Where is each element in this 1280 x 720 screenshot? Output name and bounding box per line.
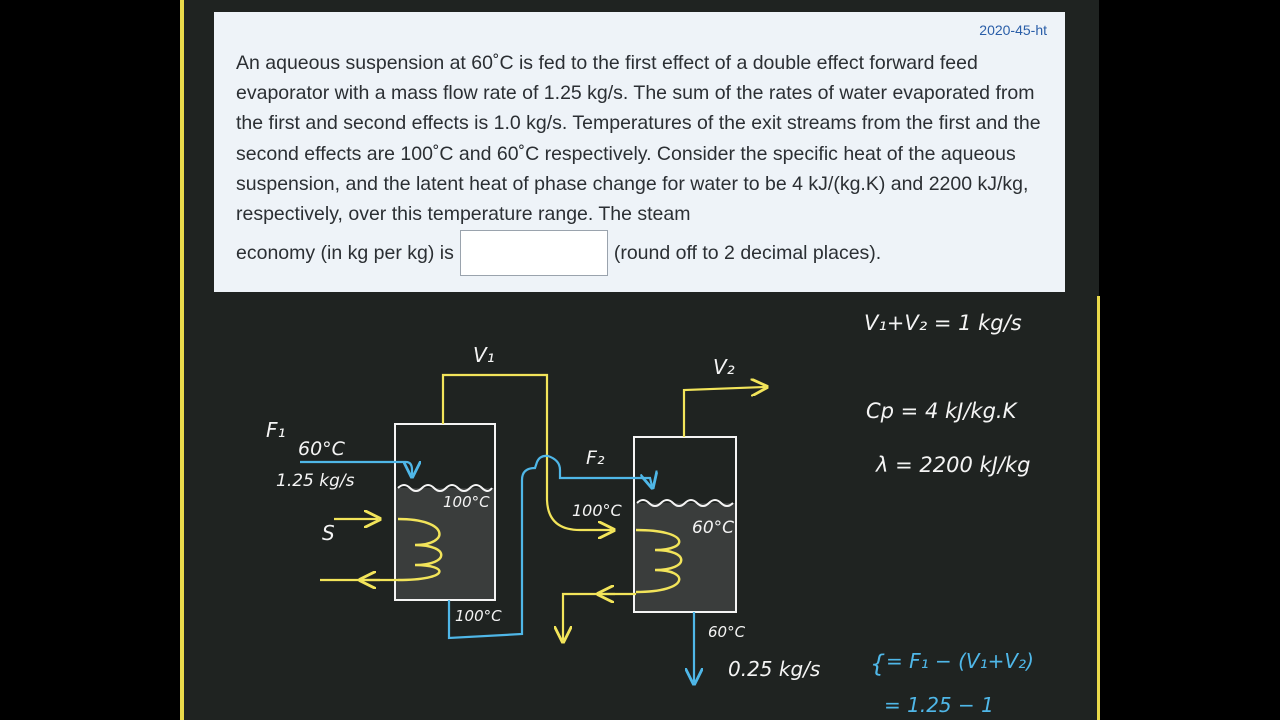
label-effect2-bottom-temp: 60°C	[708, 623, 746, 641]
condensate-line	[563, 592, 636, 640]
note-lambda: λ = 2200 kJ/kg	[875, 453, 1030, 477]
label-v2: V₂	[713, 355, 735, 379]
label-product-rate: 0.25 kg/s	[728, 657, 820, 681]
label-effect1-bottom-temp: 100°C	[455, 607, 502, 625]
note-mass-balance-2: = 1.25 − 1	[884, 693, 994, 717]
question-id: 2020-45-ht	[979, 22, 1047, 38]
label-effect1-out-temp: 100°C	[572, 501, 623, 520]
note-mass-balance-1: = F₁ − (V₁+V₂)	[886, 649, 1034, 673]
label-effect2-temp: 60°C	[692, 518, 734, 538]
f2-transfer-line	[447, 454, 652, 640]
label-f1: F₁	[266, 418, 286, 442]
v2-vapor-line	[682, 387, 765, 437]
label-feed-temp: 60°C	[298, 438, 346, 460]
label-steam: S	[322, 521, 335, 545]
label-f2: F₂	[586, 447, 605, 469]
canvas-edge-left	[180, 0, 184, 720]
question-last-line: economy (in kg per kg) is (round off to …	[236, 230, 881, 276]
effect1-coil	[397, 517, 443, 582]
note-cp: Cp = 4 kJ/kg.K	[866, 399, 1019, 423]
question-prefix: economy (in kg per kg) is	[236, 241, 454, 264]
effect2-coil	[635, 528, 683, 594]
label-v1: V₁	[473, 343, 495, 367]
label-feed-rate: 1.25 kg/s	[276, 471, 355, 491]
canvas-edge-right	[1097, 296, 1100, 720]
answer-input[interactable]	[459, 230, 608, 276]
question-suffix: (round off to 2 decimal places).	[613, 241, 882, 264]
effect2-liquid	[635, 503, 735, 611]
question-card: 2020-45-ht An aqueous suspension at 60˚C…	[214, 12, 1065, 292]
feed-f1-line	[300, 460, 412, 475]
v1-vapor-line	[441, 373, 612, 530]
label-effect1-temp: 100°C	[443, 493, 490, 511]
effect1-vessel	[394, 423, 496, 601]
note-v-sum: V₁+V₂ = 1 kg/s	[864, 311, 1022, 335]
question-text: An aqueous suspension at 60˚C is fed to …	[236, 52, 1041, 226]
note-brace: {	[870, 650, 885, 678]
